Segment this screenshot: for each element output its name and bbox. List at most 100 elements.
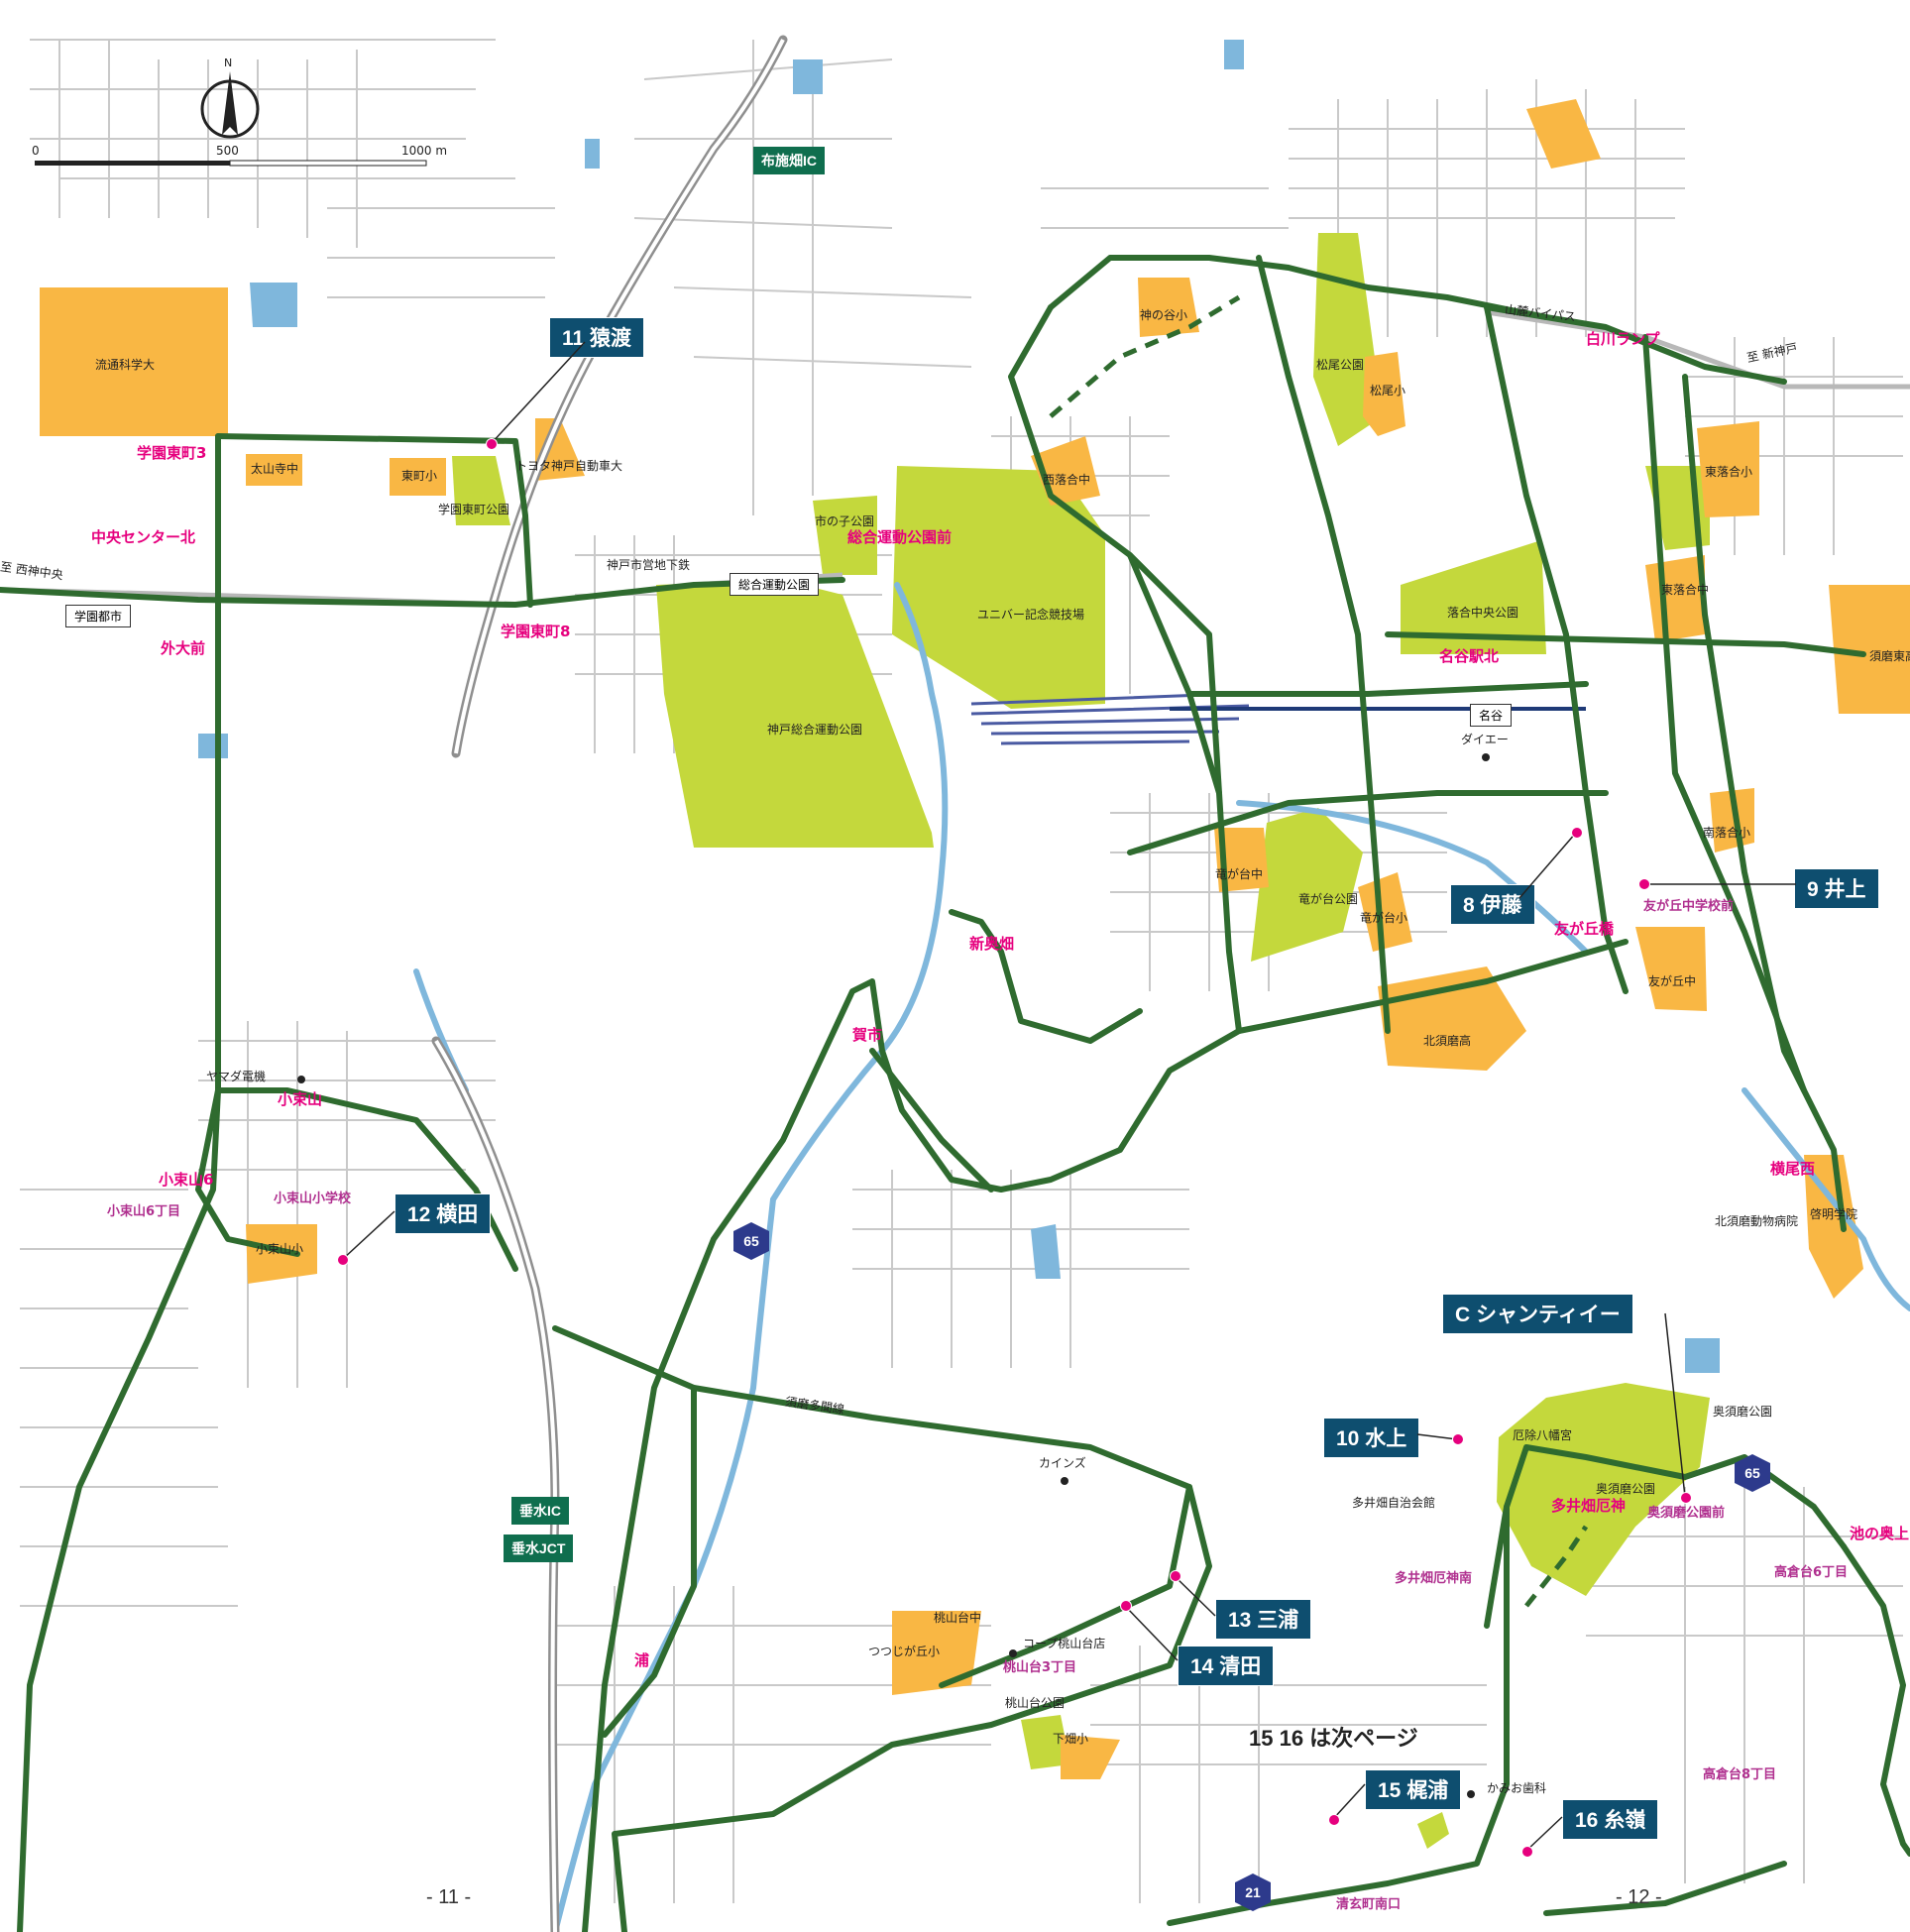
stop-chuo-center-kita[interactable]: 中央センター北: [91, 528, 196, 546]
busstop-momoyama3[interactable]: 桃山台3丁目: [1003, 1660, 1077, 1675]
school-ryugadai-j: 竜が台中: [1215, 867, 1264, 881]
busstop-seigen-minami[interactable]: 清玄町南口: [1336, 1897, 1402, 1912]
marker-yamada: [297, 1076, 305, 1083]
school-kaminotani: 神の谷小: [1140, 308, 1188, 322]
stop-pin-12[interactable]: [337, 1254, 349, 1266]
label-animal-hosp: 北須磨動物病院: [1715, 1214, 1799, 1228]
route-16-label[interactable]: 16 糸嶺: [1562, 1799, 1659, 1840]
stop-tomogaoka-bashi[interactable]: 友が丘橋: [1554, 920, 1615, 938]
stop-pin-c[interactable]: [1680, 1492, 1692, 1504]
stop-pin-14[interactable]: [1120, 1600, 1132, 1612]
next-page-note: 15 16 は次ページ: [1249, 1726, 1418, 1751]
school-toyota: トヨタ神戸自動車大: [515, 459, 623, 473]
stop-pin-16[interactable]: [1521, 1846, 1533, 1858]
highway-21-icon: 21: [1233, 1873, 1273, 1912]
park-ochiai: 落合中央公園: [1447, 606, 1519, 620]
stop-kotoyama[interactable]: 小束山: [278, 1090, 323, 1108]
stop-sogo-mae[interactable]: 総合運動公園前: [847, 528, 953, 546]
park-sogo: 神戸総合運動公園: [767, 723, 863, 737]
school-keimei: 啓明学院: [1810, 1207, 1858, 1221]
stop-pin-15[interactable]: [1328, 1814, 1340, 1826]
label-yamada: ヤマダ電機: [206, 1070, 267, 1083]
route-8-label[interactable]: 8 伊藤: [1450, 884, 1535, 925]
park-ichinoko: 市の子公園: [815, 514, 875, 528]
route-14-label[interactable]: 14 清田: [1178, 1646, 1275, 1686]
stop-gaidai-mae[interactable]: 外大前: [161, 639, 206, 657]
scale-mid: 500: [216, 144, 239, 158]
stop-ura[interactable]: 浦: [634, 1651, 650, 1669]
stop-shirakawa[interactable]: 白川ランプ: [1586, 330, 1660, 348]
north-icon: N: [224, 57, 233, 69]
marker-coop: [1009, 1649, 1017, 1657]
park-okusuma: 奥須磨公園: [1596, 1482, 1656, 1496]
route-11-label[interactable]: 11 猿渡: [549, 317, 645, 358]
route-12-label[interactable]: 12 横田: [394, 1193, 492, 1234]
page-number-right: - 12 -: [1616, 1886, 1662, 1908]
route-10-label[interactable]: 10 水上: [1323, 1418, 1420, 1458]
park-matsuo: 松尾公園: [1316, 358, 1365, 372]
stop-gakuen-higashi3[interactable]: 学園東町3: [137, 444, 207, 462]
school-suma-higashi: 須磨東高: [1869, 649, 1910, 663]
label-subway: 神戸市営地下鉄: [607, 558, 691, 572]
jct-tarumi: 垂水JCT: [504, 1534, 574, 1562]
stop-tomogaoka-chu-mae[interactable]: 友が丘中学校前: [1643, 899, 1735, 914]
park-ryugadai: 竜が台公園: [1298, 892, 1359, 906]
label-kamio: かみお歯科: [1487, 1781, 1547, 1795]
label-kainz: カインズ: [1039, 1456, 1086, 1470]
label-coop: コープ桃山台店: [1023, 1637, 1106, 1650]
park-okusuma-2: 奥須磨公園: [1713, 1405, 1773, 1419]
stop-pin-9[interactable]: [1638, 878, 1650, 890]
school-minamiochiai: 南落合小: [1703, 826, 1751, 840]
school-tsutsujigaoka: つつじが丘小: [868, 1645, 941, 1658]
marker-kamio: [1467, 1790, 1475, 1798]
busstop-tai-shrine-s[interactable]: 多井畑厄神南: [1395, 1571, 1473, 1586]
school-nishiochiai: 西落合中: [1043, 473, 1091, 487]
school-higashimachi: 東町小: [401, 469, 438, 483]
stop-kotoyama6[interactable]: 小束山6: [159, 1171, 214, 1189]
station-sogo: 総合運動公園: [730, 573, 820, 596]
busstop-kotoyama6chome[interactable]: 小束山6丁目: [107, 1204, 181, 1219]
stop-pin-8[interactable]: [1571, 827, 1583, 839]
stop-pin-10[interactable]: [1452, 1433, 1464, 1445]
stop-ikenookuue[interactable]: 池の奥上: [1850, 1525, 1910, 1542]
route-c-label[interactable]: C シャンティイー: [1442, 1294, 1633, 1334]
stop-okusuma-mae[interactable]: 奥須磨公園前: [1647, 1506, 1726, 1521]
school-tomogaoka-j: 友が丘中: [1648, 974, 1697, 988]
busstop-takakura6[interactable]: 高倉台6丁目: [1774, 1565, 1849, 1580]
stop-tai-hatake[interactable]: 多井畑厄神: [1551, 1497, 1627, 1515]
school-kitasuma: 北須磨高: [1423, 1034, 1472, 1048]
stop-gakuen-higashi8[interactable]: 学園東町8: [501, 623, 571, 640]
school-kotoyama-e: 小束山小: [256, 1242, 304, 1256]
route-9-label[interactable]: 9 井上: [1794, 868, 1879, 909]
stop-yokoo-nishi[interactable]: 横尾西: [1770, 1160, 1816, 1178]
stop-myodani-kita[interactable]: 名谷駅北: [1439, 647, 1500, 665]
highway-65-icon-2: 65: [1733, 1453, 1772, 1493]
stop-gaichi[interactable]: 賀市: [852, 1026, 883, 1044]
school-matsuo: 松尾小: [1370, 384, 1406, 398]
school-momoyama-j: 桃山台中: [934, 1611, 982, 1625]
stop-pin-13[interactable]: [1170, 1570, 1181, 1582]
school-higashiochiai-j: 東落合中: [1661, 583, 1710, 597]
label-tai-hall: 多井畑自治会館: [1352, 1496, 1436, 1510]
busstop-takakura8[interactable]: 高倉台8丁目: [1703, 1767, 1777, 1782]
park-momoyama: 桃山台公園: [1005, 1696, 1066, 1710]
marker-kainz: [1061, 1477, 1068, 1485]
marker-daiei: [1482, 753, 1490, 761]
station-gakuentoshi: 学園都市: [65, 605, 132, 627]
page-number-left: - 11 -: [426, 1886, 472, 1908]
school-taisanji: 太山寺中: [251, 462, 299, 476]
school-ryugadai-e: 竜が台小: [1360, 911, 1408, 925]
route-13-label[interactable]: 13 三浦: [1215, 1599, 1312, 1640]
label-daiei: ダイエー: [1461, 733, 1509, 746]
school-ryutsu: 流通科学大: [95, 358, 156, 372]
school-higashiochiai-e: 東落合小: [1705, 465, 1753, 479]
stop-shin-okuhata[interactable]: 新奥畑: [969, 935, 1015, 953]
scale-end: 1000 m: [401, 144, 448, 158]
route-15-label[interactable]: 15 梶浦: [1365, 1769, 1462, 1810]
station-myodani: 名谷: [1470, 704, 1513, 727]
highway-65-icon: 65: [731, 1221, 771, 1261]
stop-pin-11[interactable]: [486, 438, 498, 450]
busstop-kotoyama-es[interactable]: 小束山小学校: [274, 1192, 352, 1206]
